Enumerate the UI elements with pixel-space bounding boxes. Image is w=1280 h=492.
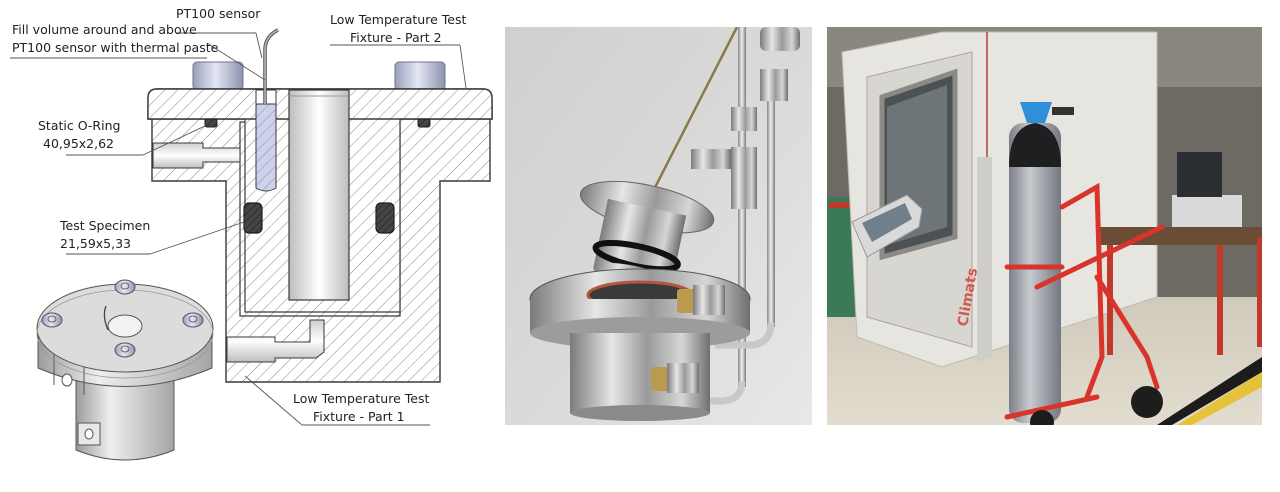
bolt-right — [394, 61, 446, 91]
fixture-photo-illustration — [505, 27, 812, 425]
label-test-specimen-line1: Test Specimen — [60, 218, 151, 233]
hazard-stripe — [1157, 357, 1262, 425]
label-fill-volume-line1: Fill volume around and above — [12, 22, 197, 37]
chamber-photo: Climats — [827, 27, 1262, 425]
label-pt100-sensor: PT100 sensor — [176, 6, 261, 21]
fixture-photo — [505, 27, 812, 425]
static-oring-left — [204, 118, 218, 128]
central-bore — [288, 89, 350, 301]
cylinder-cap — [1020, 102, 1052, 123]
static-oring-right — [417, 118, 431, 128]
label-static-oring-line2: 40,95x2,62 — [43, 136, 115, 151]
lower-port — [226, 319, 325, 363]
label-static-oring-line1: Static O-Ring — [38, 118, 121, 133]
label-part2-line2: Fixture - Part 2 — [350, 30, 442, 45]
label-part2-line1: Low Temperature Test — [330, 12, 467, 27]
label-part1-line1: Low Temperature Test — [293, 391, 430, 406]
bolt-left — [192, 61, 244, 91]
leader-lines — [10, 32, 467, 426]
label-fill-volume-line2: PT100 sensor with thermal paste — [12, 40, 219, 55]
label-part1-line2: Fixture - Part 1 — [313, 409, 405, 424]
label-test-specimen-line2: 21,59x5,33 — [60, 236, 132, 251]
pt100-sensor-well — [255, 103, 277, 192]
cad-drawing-panel: PT100 sensor Fill volume around and abov… — [0, 0, 500, 492]
gas-trolley — [1004, 182, 1165, 420]
chamber-photo-illustration: Climats — [827, 27, 1262, 425]
upper-port — [152, 142, 241, 169]
test-specimen-right — [375, 202, 395, 234]
fixture-isometric-view — [36, 279, 214, 461]
test-specimen-left — [243, 202, 263, 234]
section-drawing — [10, 28, 493, 461]
